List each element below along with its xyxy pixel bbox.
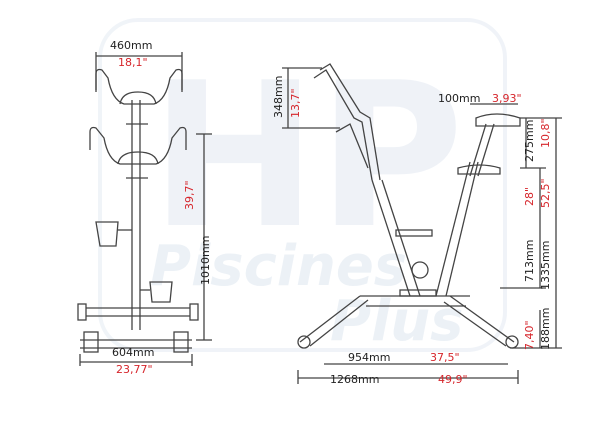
side-total-height-in: 52,5" <box>539 178 552 208</box>
svg-text:HP: HP <box>150 40 464 273</box>
side-saddle-adjust-mm: 275mm <box>523 119 536 162</box>
side-foot-height-in: 7,40" <box>523 320 536 350</box>
front-height-mm: 1010mm <box>199 235 212 285</box>
side-length-in: 49,9" <box>438 373 468 386</box>
side-saddle-offset-in: 3,93" <box>492 92 522 105</box>
side-view-drawing <box>282 63 562 384</box>
front-width-in: 18,1" <box>118 56 148 69</box>
front-width-mm: 460mm <box>110 39 153 52</box>
front-base-in: 23,77" <box>116 363 153 376</box>
watermark-logo: HP Piscines Plus <box>98 18 507 354</box>
svg-text:Plus: Plus <box>330 289 463 354</box>
side-total-height-mm: 1335mm <box>539 240 552 290</box>
side-length-mm: 1268mm <box>330 373 380 386</box>
side-wheelbase-in: 37,5" <box>430 351 460 364</box>
side-handle-mm: 348mm <box>272 75 285 118</box>
side-saddle-height-in: 28" <box>523 186 536 206</box>
svg-text:Piscines: Piscines <box>150 234 407 299</box>
side-handle-in: 13,7" <box>289 88 302 118</box>
side-saddle-height-mm: 713mm <box>523 239 536 282</box>
front-height-in: 39,7" <box>183 180 196 210</box>
side-saddle-adjust-in: 10,8" <box>539 118 552 148</box>
front-base-mm: 604mm <box>112 346 155 359</box>
front-view-drawing <box>77 52 212 366</box>
side-foot-height-mm: 188mm <box>539 307 552 350</box>
side-saddle-offset-mm: 100mm <box>438 92 481 105</box>
side-wheelbase-mm: 954mm <box>348 351 391 364</box>
